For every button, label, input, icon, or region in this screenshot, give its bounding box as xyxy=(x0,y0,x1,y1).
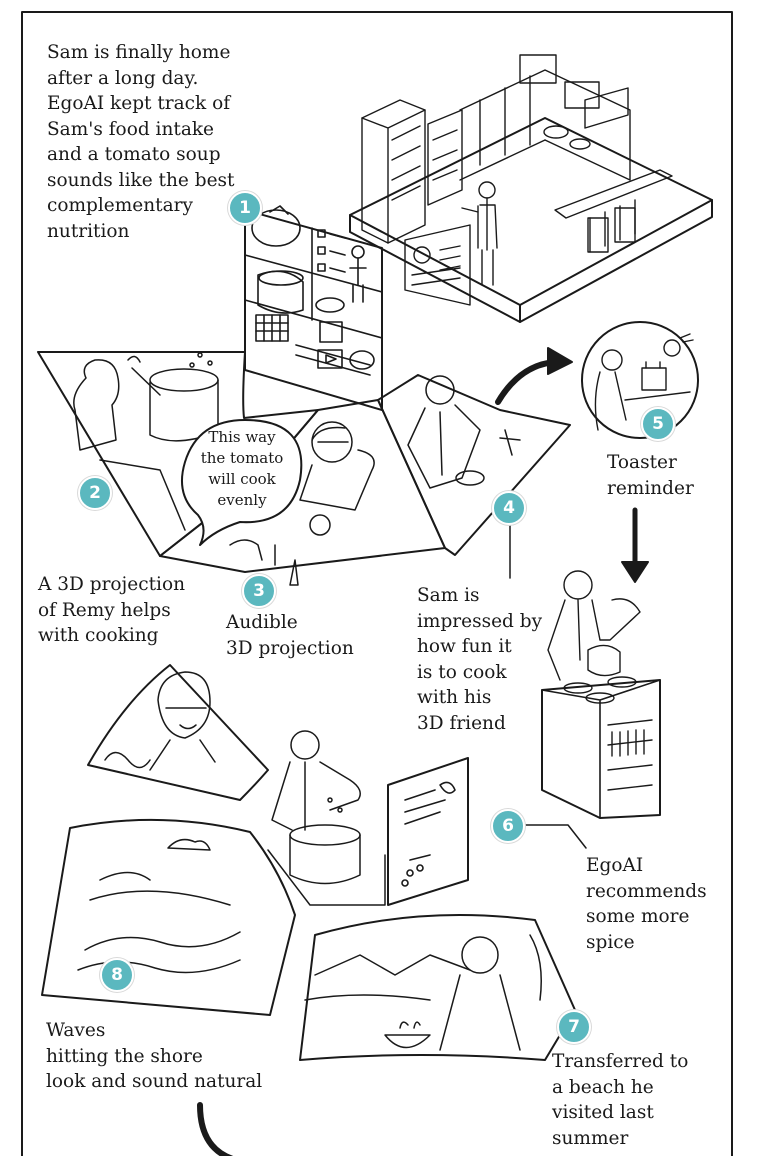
caption-1: Sam is finally home after a long day. Eg… xyxy=(47,42,235,242)
recipe-card-icon xyxy=(387,757,469,906)
badge-4: 4 xyxy=(492,491,526,525)
badge-5: 5 xyxy=(641,407,675,441)
caption-5: Toaster reminder xyxy=(607,452,694,499)
sam-stirring-icon xyxy=(377,374,571,556)
speech-bubble-text: This way the tomato will cook evenly xyxy=(200,428,284,509)
badge-7: 7 xyxy=(557,1010,591,1044)
arrow-to-toaster xyxy=(495,359,558,405)
badge-1: 1 xyxy=(228,191,262,225)
caption-2: A 3D projection of Remy helps with cooki… xyxy=(38,574,185,646)
sam-spicing-icon xyxy=(267,730,386,906)
sam-smiling-icon xyxy=(87,664,269,801)
caption-8: Waves hitting the shore look and sound n… xyxy=(46,1020,263,1092)
leader-6 xyxy=(521,824,587,849)
caption-6: EgoAI recommends some more spice xyxy=(586,855,707,953)
kitchen-scene-icon xyxy=(349,54,713,323)
beach-bowl-icon xyxy=(299,914,576,1061)
caption-3: Audible 3D projection xyxy=(226,612,354,659)
caption-4: Sam is impressed by how fun it is to coo… xyxy=(417,585,543,734)
caption-7: Transferred to a beach he visited last s… xyxy=(552,1051,689,1149)
arrow-bottom xyxy=(197,1102,234,1156)
recipe-panel-icon xyxy=(244,205,383,411)
badge-6: 6 xyxy=(491,809,525,843)
speech-bubble-outline xyxy=(181,419,303,546)
badge-8: 8 xyxy=(100,958,134,992)
toaster-vignette-icon xyxy=(581,321,699,439)
badge-2: 2 xyxy=(78,476,112,510)
ocean-waves-icon xyxy=(41,818,296,1016)
page-border xyxy=(21,11,733,1156)
badge-3: 3 xyxy=(242,574,276,608)
stove-pot-icon xyxy=(541,570,661,819)
